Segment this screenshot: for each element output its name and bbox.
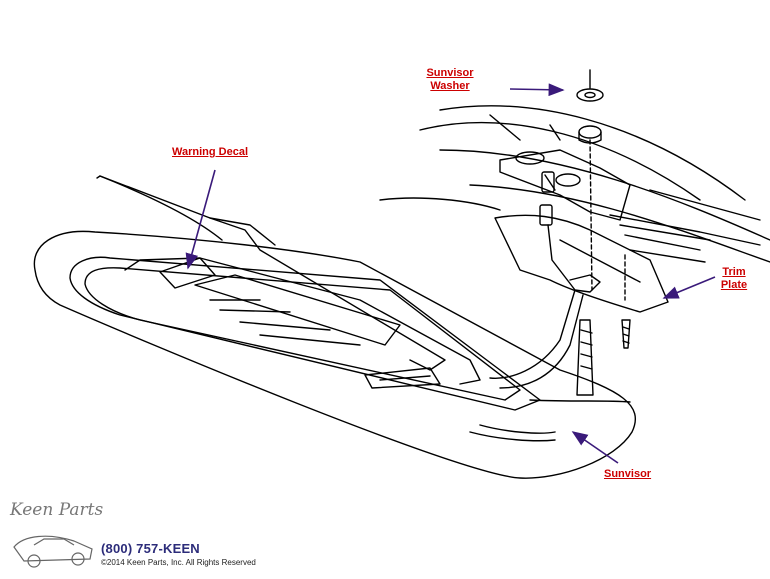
callout-arrows xyxy=(185,83,716,464)
trim-screw xyxy=(621,319,631,349)
trim-plate xyxy=(494,214,669,313)
sunvisor-washer xyxy=(576,69,604,144)
copyright: ©2014 Keen Parts, Inc. All Rights Reserv… xyxy=(101,558,256,567)
washer-arrow xyxy=(509,83,565,97)
warning-decal-label[interactable]: Warning Decal xyxy=(172,146,248,158)
logo-text: Keen Parts xyxy=(10,500,104,520)
sunvisor-washer-label[interactable]: Sunvisor Washer xyxy=(418,67,482,93)
sunvisor-label[interactable]: Sunvisor xyxy=(604,468,652,480)
trim-plate-label[interactable]: Trim Plate xyxy=(714,266,754,292)
decal-arrow xyxy=(185,169,216,270)
keen-parts-logo xyxy=(13,535,93,568)
sunvisor-arrow xyxy=(571,431,619,464)
label-line: Plate xyxy=(720,279,748,291)
mounting-bracket xyxy=(499,149,631,221)
sunvisor-body xyxy=(33,230,637,479)
label-line: Sunvisor xyxy=(426,67,474,79)
screw-axis xyxy=(589,139,593,291)
label-line: Washer xyxy=(430,80,470,92)
trim-arrow xyxy=(662,276,716,299)
label-line: Trim xyxy=(722,266,746,278)
roof-header xyxy=(379,105,770,263)
phone-number[interactable]: (800) 757-KEEN xyxy=(101,541,200,556)
pivot-rod xyxy=(489,171,601,396)
